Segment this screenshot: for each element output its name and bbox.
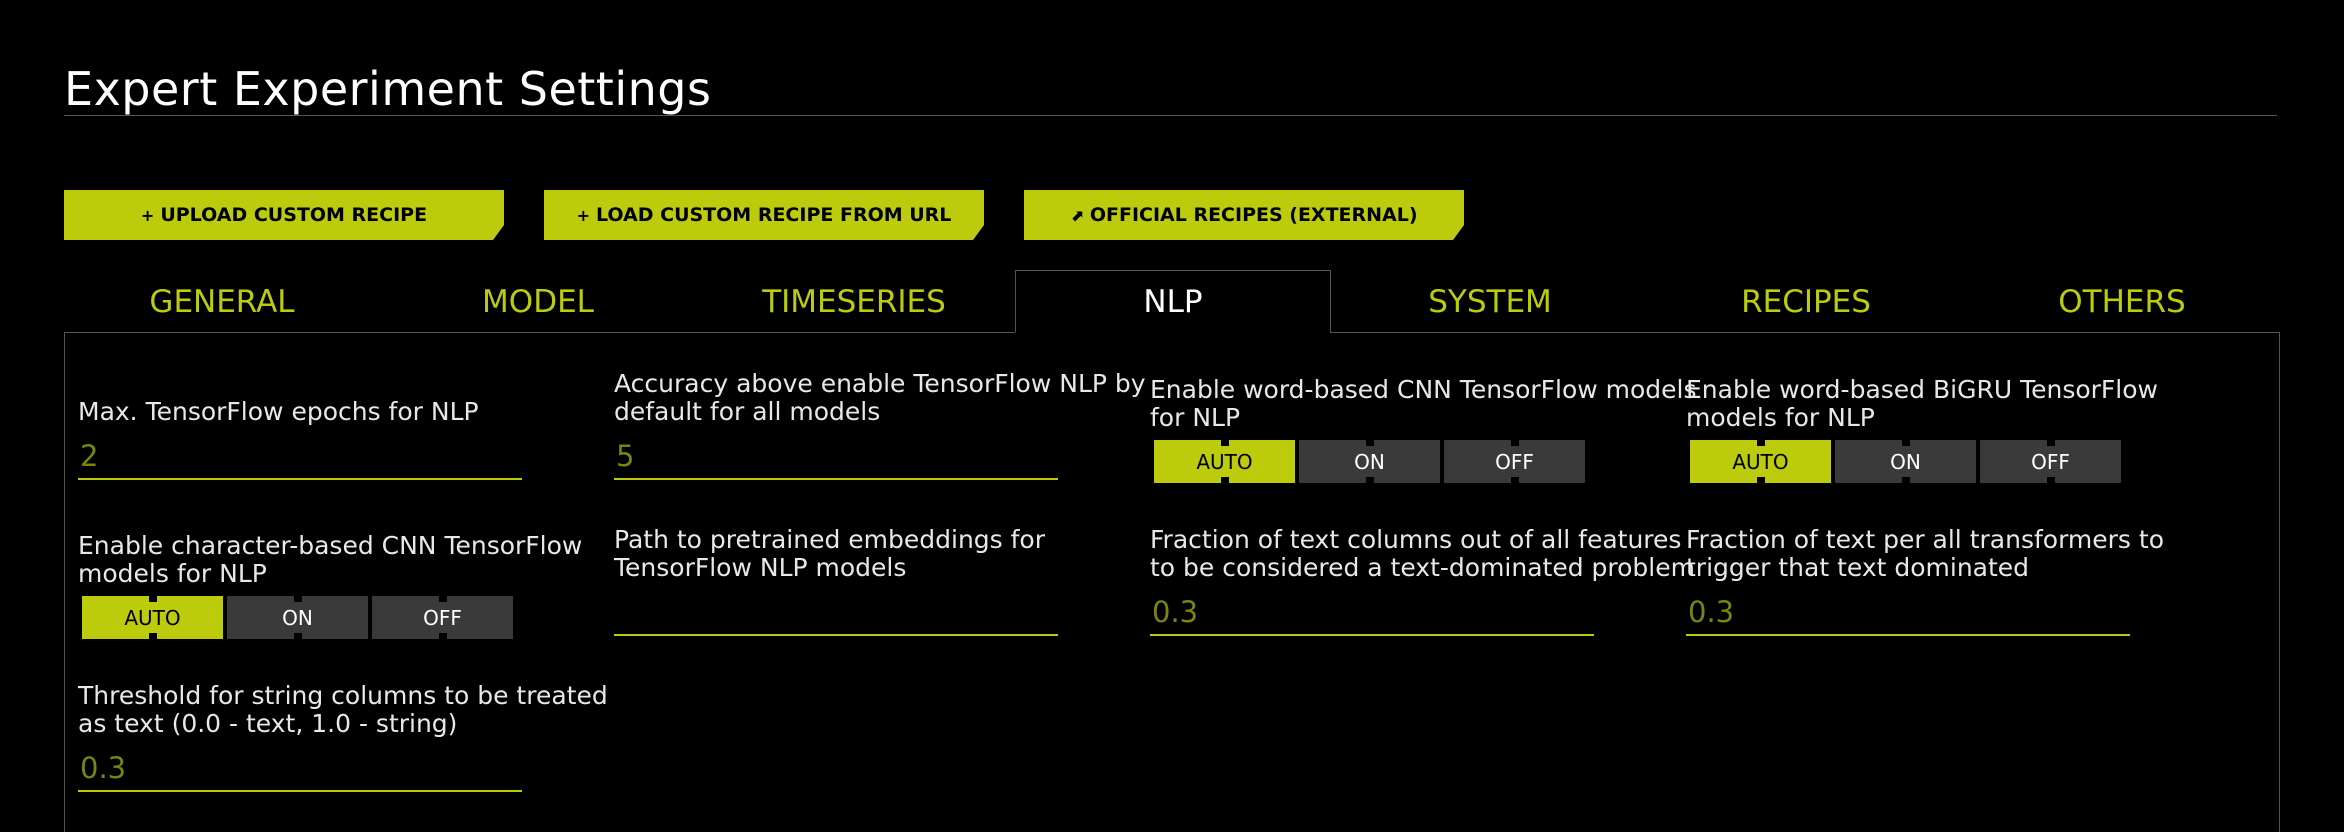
setting-char-cnn: Enable character-based CNN TensorFlow mo… xyxy=(78,532,582,639)
page-title: Expert Experiment Settings xyxy=(64,62,712,116)
title-divider xyxy=(64,115,2277,116)
setting-label-line-2: models for NLP xyxy=(1686,403,1875,432)
word-cnn-off-option[interactable]: OFF xyxy=(1444,440,1585,483)
setting-word-bigru: Enable word-based BiGRU TensorFlow model… xyxy=(1686,376,2158,483)
setting-label-line-1: Fraction of text columns out of all feat… xyxy=(1150,525,1682,554)
word-cnn-toggle: AUTO ON OFF xyxy=(1154,440,1697,483)
word-bigru-on-option[interactable]: ON xyxy=(1835,440,1976,483)
tab-system[interactable]: SYSTEM xyxy=(1428,283,1552,320)
official-recipes-button[interactable]: ⬈ OFFICIAL RECIPES (EXTERNAL) xyxy=(1024,190,1464,240)
setting-text-fraction-transformers: Fraction of text per all transformers to… xyxy=(1686,526,2164,636)
external-link-icon: ⬈ xyxy=(1070,205,1084,225)
plus-icon: + xyxy=(140,205,155,225)
tab-timeseries[interactable]: TIMESERIES xyxy=(762,283,946,320)
setting-text-fraction-columns: Fraction of text columns out of all feat… xyxy=(1150,526,1695,636)
setting-label-line-2: TensorFlow NLP models xyxy=(614,553,907,582)
setting-label-line-2: models for NLP xyxy=(78,559,267,588)
text-fraction-transformers-input[interactable] xyxy=(1686,590,2130,636)
text-fraction-columns-input[interactable] xyxy=(1150,590,1594,636)
setting-label-line-2: to be considered a text-dominated proble… xyxy=(1150,553,1695,582)
setting-max-tf-epochs: Max. TensorFlow epochs for NLP xyxy=(78,398,522,480)
max-tf-epochs-input[interactable] xyxy=(78,434,522,480)
pretrained-embeddings-input[interactable] xyxy=(614,590,1058,636)
upload-custom-recipe-button[interactable]: + UPLOAD CUSTOM RECIPE xyxy=(64,190,504,240)
string-threshold-input[interactable] xyxy=(78,746,522,792)
word-bigru-toggle: AUTO ON OFF xyxy=(1690,440,2158,483)
official-recipes-label: OFFICIAL RECIPES (EXTERNAL) xyxy=(1089,204,1418,226)
setting-label-line-1: Enable character-based CNN TensorFlow xyxy=(78,531,583,560)
tab-general[interactable]: GENERAL xyxy=(149,283,295,320)
plus-icon: + xyxy=(576,205,590,225)
setting-label-line-1: Fraction of text per all transformers to xyxy=(1686,525,2164,554)
setting-label: Max. TensorFlow epochs for NLP xyxy=(78,397,479,426)
setting-label-line-2: trigger that text dominated xyxy=(1686,553,2030,582)
setting-label-line-1: Enable word-based CNN TensorFlow models xyxy=(1150,375,1697,404)
word-cnn-on-option[interactable]: ON xyxy=(1299,440,1440,483)
settings-tabs: GENERAL MODEL TIMESERIES NLP SYSTEM RECI… xyxy=(64,270,2280,333)
setting-pretrained-embeddings: Path to pretrained embeddings for Tensor… xyxy=(614,526,1058,636)
word-cnn-auto-option[interactable]: AUTO xyxy=(1154,440,1295,483)
load-recipe-url-label: LOAD CUSTOM RECIPE FROM URL xyxy=(595,204,952,226)
active-tab-gap xyxy=(1015,332,1329,334)
char-cnn-toggle: AUTO ON OFF xyxy=(82,596,582,639)
tab-others[interactable]: OTHERS xyxy=(2058,283,2186,320)
setting-label-line-1: Path to pretrained embeddings for xyxy=(614,525,1046,554)
setting-word-cnn: Enable word-based CNN TensorFlow models … xyxy=(1150,376,1697,483)
char-cnn-off-option[interactable]: OFF xyxy=(372,596,513,639)
setting-accuracy-enable-tf: Accuracy above enable TensorFlow NLP by … xyxy=(614,370,1146,480)
accuracy-enable-tf-input[interactable] xyxy=(614,434,1058,480)
setting-string-threshold: Threshold for string columns to be treat… xyxy=(78,682,608,792)
setting-label-line-2: as text (0.0 - text, 1.0 - string) xyxy=(78,709,458,738)
setting-label-line-2: for NLP xyxy=(1150,403,1241,432)
load-recipe-url-button[interactable]: + LOAD CUSTOM RECIPE FROM URL xyxy=(544,190,984,240)
setting-label-line-1: Enable word-based BiGRU TensorFlow xyxy=(1686,375,2158,404)
setting-label-line-1: Accuracy above enable TensorFlow NLP by xyxy=(614,369,1146,398)
tab-recipes[interactable]: RECIPES xyxy=(1741,283,1871,320)
word-bigru-auto-option[interactable]: AUTO xyxy=(1690,440,1831,483)
setting-label-line-2: default for all models xyxy=(614,397,881,426)
setting-label-line-1: Threshold for string columns to be treat… xyxy=(78,681,608,710)
tab-nlp[interactable]: NLP xyxy=(1015,270,1331,333)
char-cnn-on-option[interactable]: ON xyxy=(227,596,368,639)
upload-custom-recipe-label: UPLOAD CUSTOM RECIPE xyxy=(160,204,428,226)
char-cnn-auto-option[interactable]: AUTO xyxy=(82,596,223,639)
word-bigru-off-option[interactable]: OFF xyxy=(1980,440,2121,483)
tab-model[interactable]: MODEL xyxy=(482,283,594,320)
